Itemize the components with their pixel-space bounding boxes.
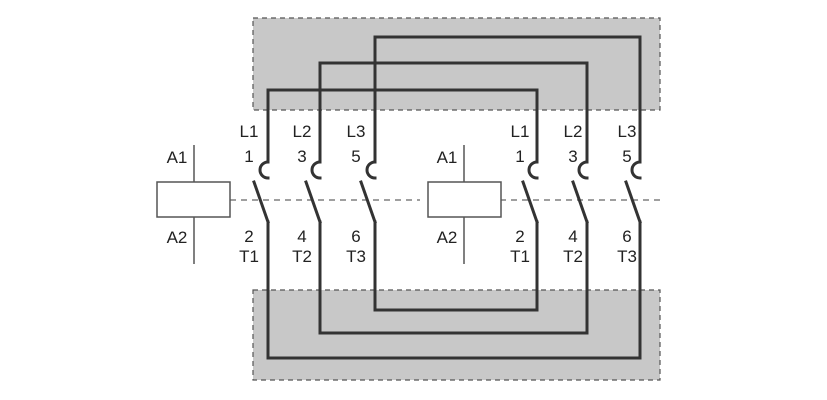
pole-line-label: L2 <box>564 122 583 141</box>
pole-out-terminal: 4 <box>568 227 577 246</box>
right-pole-1: L1 1 2 T1 <box>510 122 539 266</box>
top-wire-middle <box>318 61 589 162</box>
coil-left-a1-label: A1 <box>167 148 188 167</box>
coil-left <box>156 181 231 218</box>
pole-line-label: L1 <box>511 122 530 141</box>
pole-in-terminal: 1 <box>515 147 524 166</box>
left-pole-3: L3 5 6 T3 <box>346 122 377 266</box>
pole-load-label: T2 <box>563 247 583 266</box>
pole-line-label: L3 <box>347 122 366 141</box>
right-pole-2: L2 3 4 T2 <box>563 122 589 266</box>
pole-load-label: T3 <box>346 247 366 266</box>
coil-left-a2-label: A2 <box>167 228 188 247</box>
top-wire-inner <box>266 88 539 162</box>
pole-load-label: T3 <box>617 247 637 266</box>
pole-contact-hook <box>630 158 642 180</box>
pole-out-terminal: 4 <box>297 227 306 246</box>
pole-out-terminal: 6 <box>622 227 631 246</box>
pole-in-terminal: 3 <box>297 147 306 166</box>
pole-line-label: L3 <box>618 122 637 141</box>
bottom-wire-middle <box>318 220 589 335</box>
top-wire-outer <box>373 35 642 162</box>
right-pole-3: L3 5 6 T3 <box>617 122 642 266</box>
pole-switch-blade <box>252 180 270 224</box>
coil-right-a1-label: A1 <box>437 148 458 167</box>
bottom-bridge-zone <box>252 289 661 381</box>
pole-out-terminal: 6 <box>351 227 360 246</box>
pole-in-terminal: 5 <box>622 147 631 166</box>
pole-in-terminal: 3 <box>568 147 577 166</box>
left-pole-2: L2 3 4 T2 <box>292 122 322 266</box>
pole-load-label: T1 <box>239 247 259 266</box>
pole-switch-blade <box>571 180 589 224</box>
pole-switch-blade <box>304 180 322 224</box>
left-pole-1: L1 1 2 T1 <box>239 122 270 266</box>
pole-load-label: T1 <box>510 247 530 266</box>
pole-load-label: T2 <box>292 247 312 266</box>
bottom-wire-inner <box>373 220 539 312</box>
coil-right <box>427 181 502 218</box>
pole-line-label: L1 <box>240 122 259 141</box>
pole-line-label: L2 <box>293 122 312 141</box>
pole-switch-blade <box>521 180 539 224</box>
bottom-wire-outer <box>266 220 642 360</box>
coil-right-a2-label: A2 <box>437 228 458 247</box>
pole-contact-hook <box>258 158 270 180</box>
pole-contact-hook <box>527 158 539 180</box>
pole-switch-blade <box>359 180 377 224</box>
pole-out-terminal: 2 <box>244 227 253 246</box>
pole-contact-hook <box>577 158 589 180</box>
pole-in-terminal: 1 <box>244 147 253 166</box>
pole-contact-hook <box>365 158 377 180</box>
pole-out-terminal: 2 <box>515 227 524 246</box>
pole-contact-hook <box>310 158 322 180</box>
pole-switch-blade <box>624 180 642 224</box>
pole-in-terminal: 5 <box>351 147 360 166</box>
